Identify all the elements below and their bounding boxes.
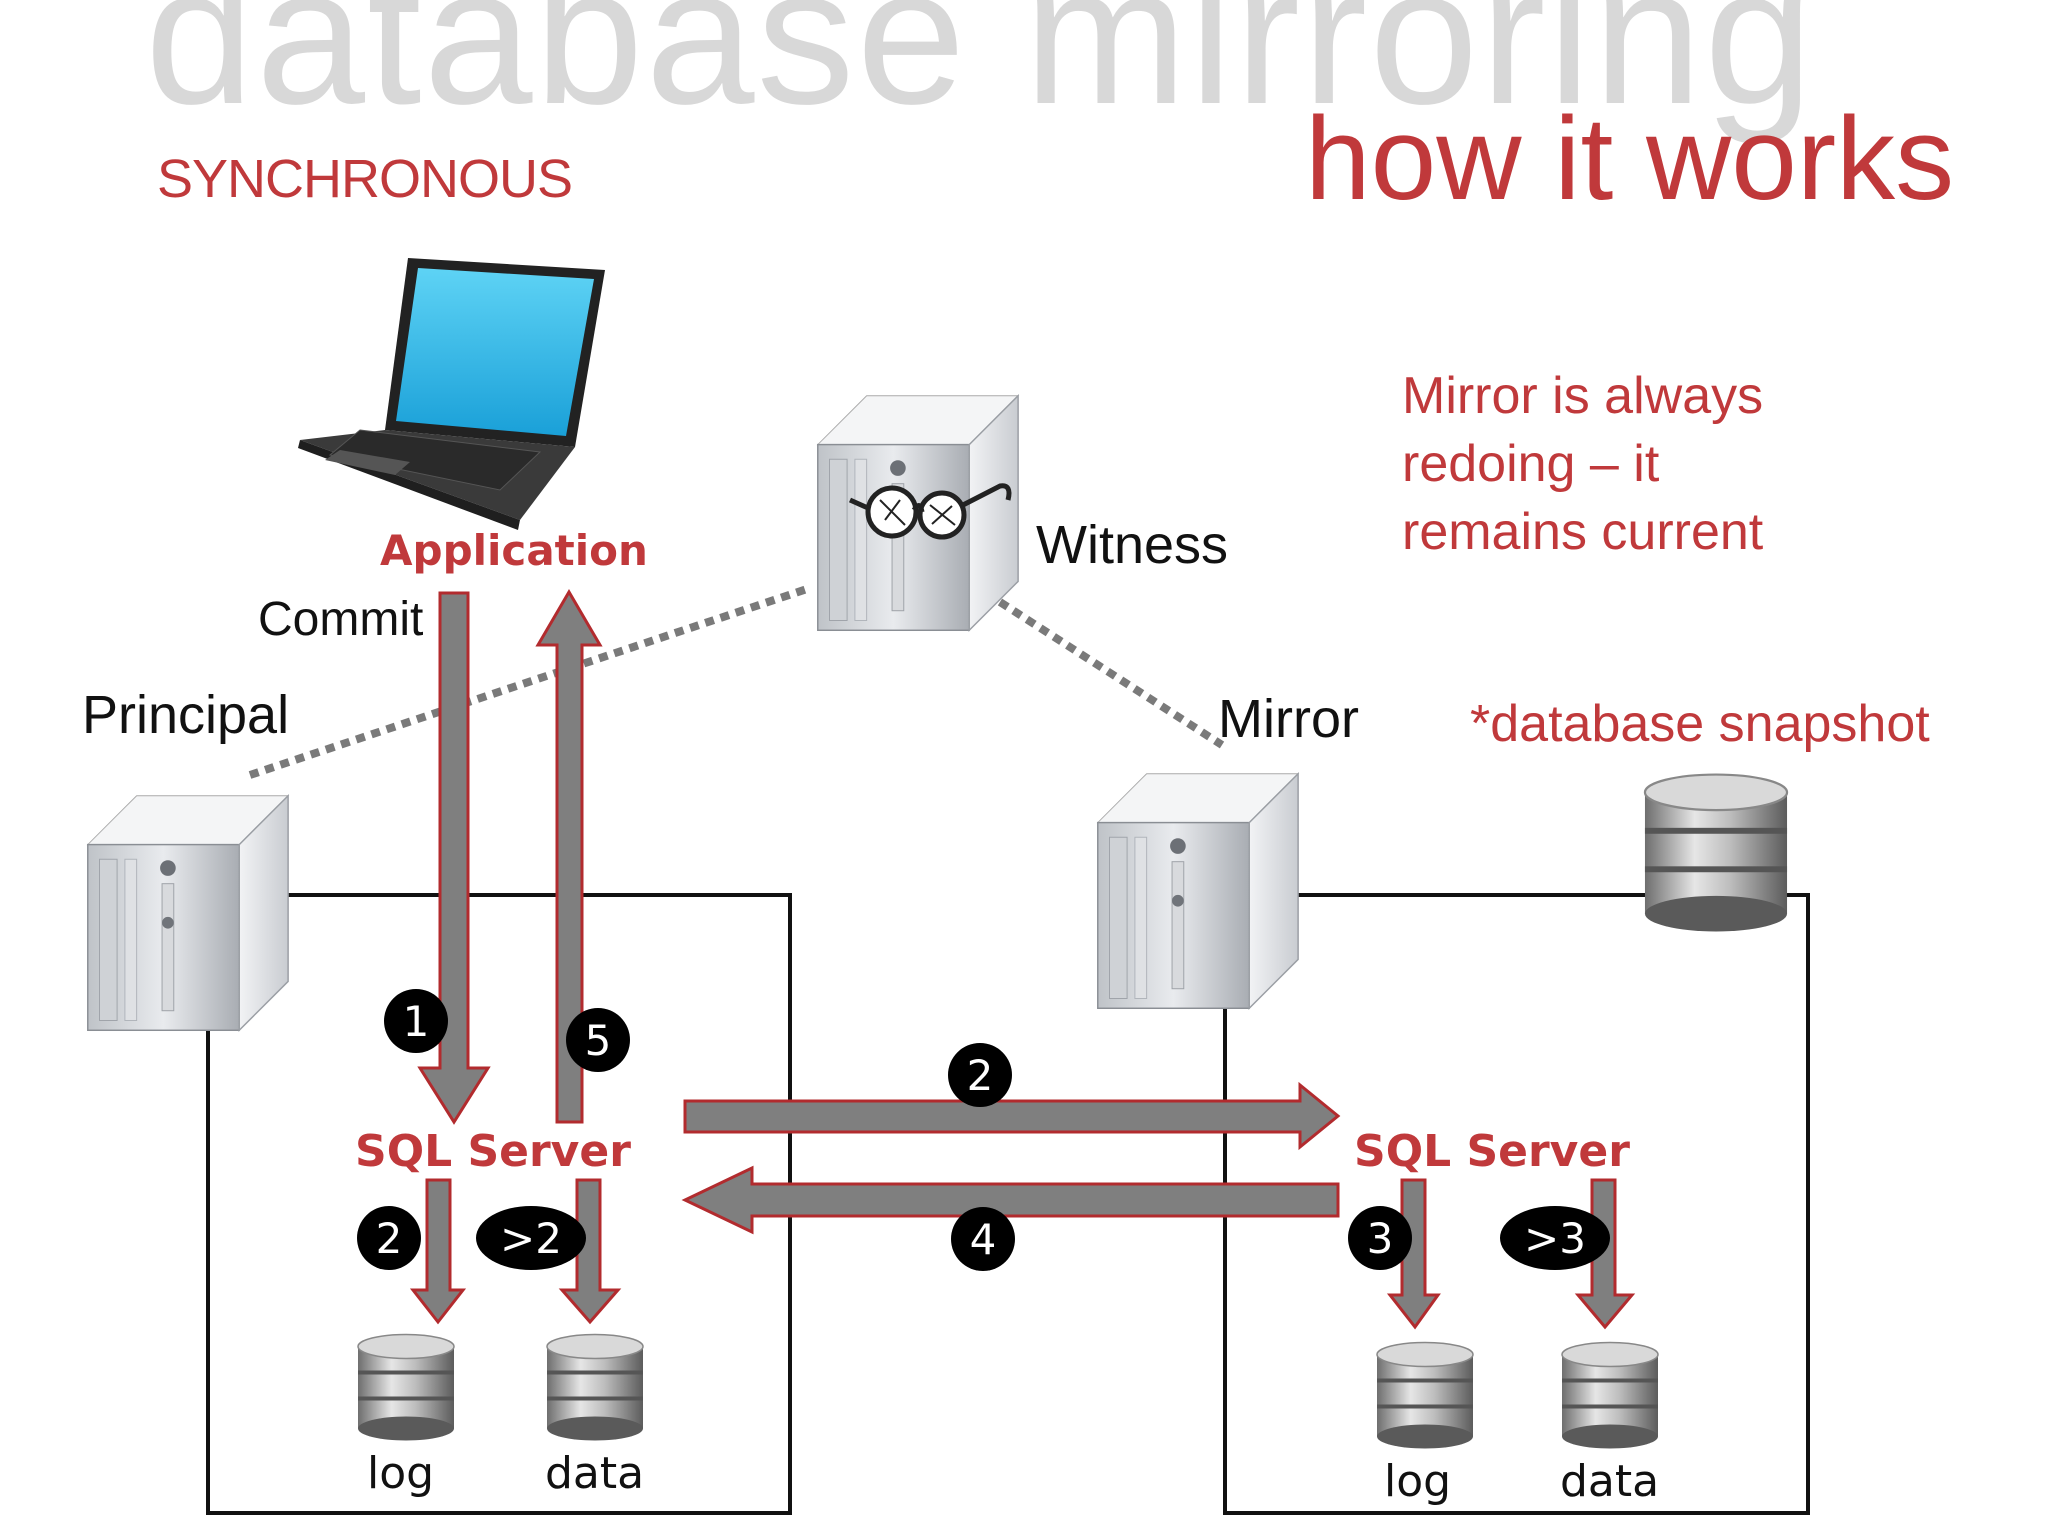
ack-from-mirror-arrow	[681, 1165, 1340, 1235]
principal-data-database-icon	[546, 1333, 644, 1442]
commit-arrow	[417, 591, 491, 1125]
principal-log-database-icon	[357, 1333, 455, 1442]
subtitle: how it works	[1305, 93, 1955, 225]
commit-label: Commit	[258, 593, 424, 646]
note-line: remains current	[1402, 503, 1764, 561]
step-badge-2-send: 2	[948, 1043, 1012, 1107]
laptop-icon	[298, 258, 605, 530]
step-badge-2-log: 2	[357, 1206, 421, 1270]
principal-label: Principal	[82, 685, 290, 745]
application-label: Application	[380, 526, 648, 575]
send-to-mirror-arrow	[683, 1081, 1341, 1151]
step-badge-1: 1	[384, 989, 448, 1053]
glasses-icon	[848, 483, 1012, 540]
note-line: Mirror is always	[1402, 367, 1764, 425]
step-badge-2-data: >2	[476, 1206, 586, 1270]
note-line: redoing – it	[1402, 435, 1660, 493]
witness-label: Witness	[1036, 515, 1229, 575]
background-title: database mirroring	[145, 0, 1816, 145]
mode-label: SYNCHRONOUS	[157, 149, 573, 209]
mirror-label: Mirror	[1218, 689, 1359, 749]
step-badge-5: 5	[566, 1008, 630, 1072]
mirror-data-database-icon	[1561, 1341, 1659, 1450]
principal-data-label: data	[545, 1448, 645, 1499]
mirror-data-arrow	[1574, 1178, 1636, 1330]
step-badge-3: 3	[1348, 1206, 1412, 1270]
mirror-note: Mirror is always redoing – it remains cu…	[1402, 362, 1962, 566]
mirror-server-icon	[1097, 772, 1299, 1010]
principal-data-arrow	[558, 1178, 622, 1325]
snapshot-database-icon	[1643, 773, 1789, 933]
mirror-log-database-icon	[1376, 1341, 1474, 1450]
mirror-log-label: log	[1384, 1456, 1452, 1507]
mirror-sql-server-label: SQL Server	[1354, 1126, 1630, 1177]
principal-log-label: log	[367, 1448, 435, 1499]
principal-server-icon	[87, 794, 289, 1032]
principal-log-arrow	[409, 1178, 467, 1325]
principal-sql-server-label: SQL Server	[355, 1126, 631, 1177]
principal-witness-link	[248, 584, 812, 779]
snapshot-label: *database snapshot	[1470, 695, 1930, 753]
witness-mirror-link	[997, 598, 1225, 749]
mirror-data-label: data	[1560, 1456, 1660, 1507]
step-badge-4: 4	[951, 1207, 1015, 1271]
step-badge-3-data: >3	[1500, 1206, 1610, 1270]
